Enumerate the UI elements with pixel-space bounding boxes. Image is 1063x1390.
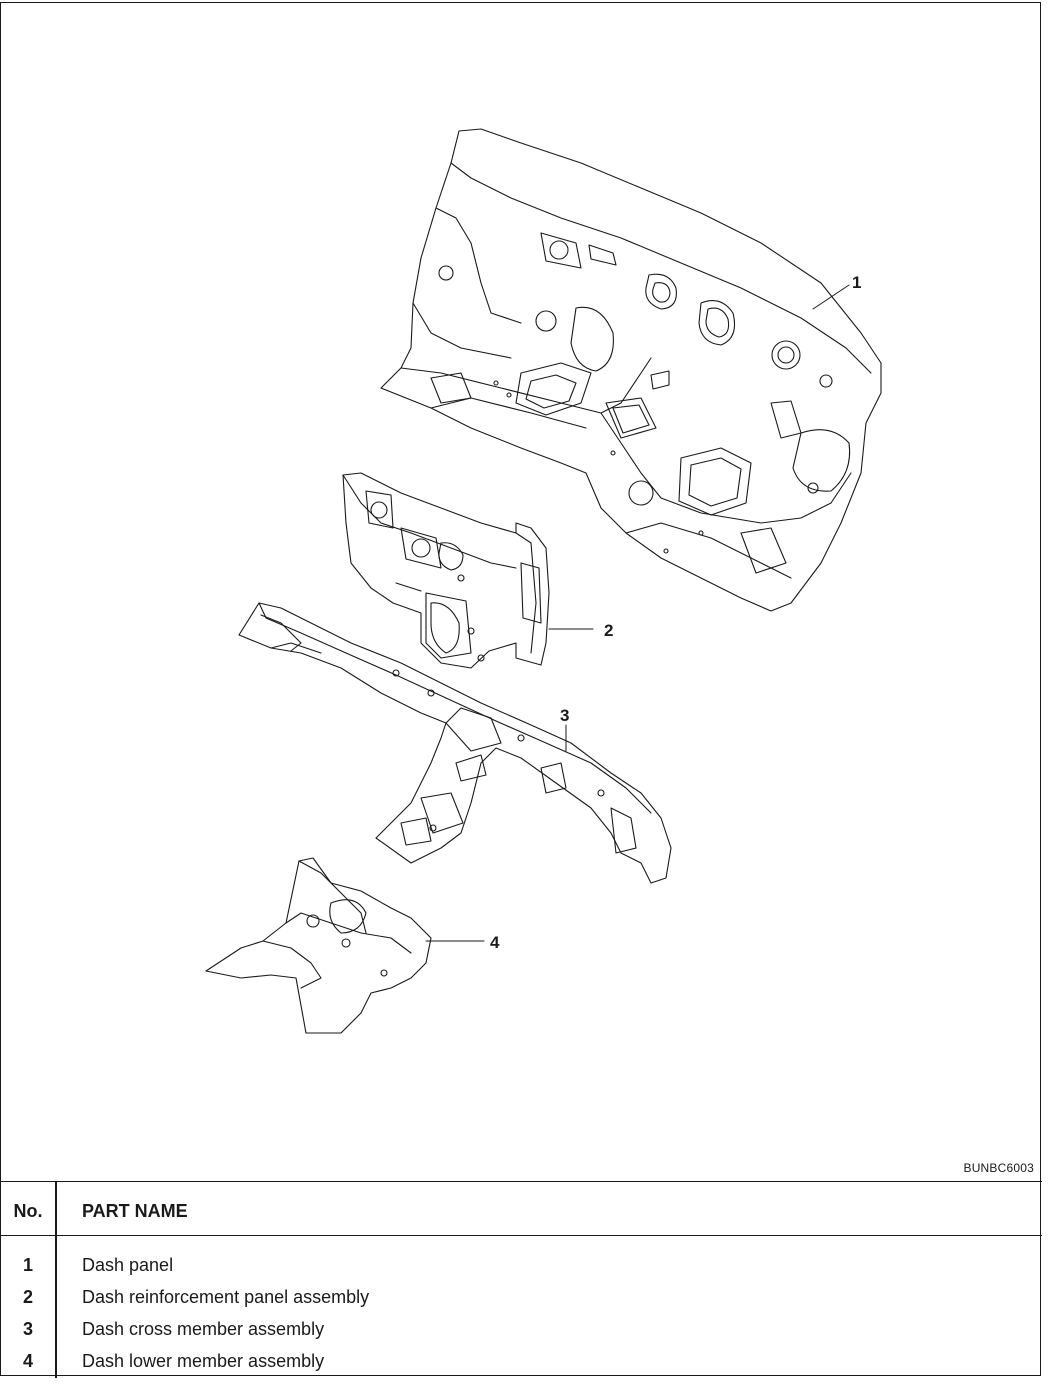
callout-1: 1	[852, 273, 862, 292]
callout-3: 3	[560, 706, 570, 725]
page-frame: 1 2 3 4 BUNBC6003 No. PART NAME 1 Dash p…	[0, 2, 1042, 1378]
callout-leader-lines	[425, 284, 850, 942]
row-part-name: Dash panel	[82, 1255, 174, 1275]
dash-panel-drawing	[380, 128, 882, 612]
row-part-name: Dash lower member assembly	[82, 1351, 325, 1371]
table-header: No. PART NAME	[1, 1182, 1042, 1236]
column-divider	[55, 1182, 57, 1378]
parts-table: No. PART NAME 1 Dash panel 2 Dash reinfo…	[1, 1181, 1042, 1378]
exploded-parts-diagram: 1 2 3 4	[1, 3, 1042, 1183]
callout-4: 4	[490, 933, 500, 952]
row-part-name: Dash cross member assembly	[82, 1319, 325, 1339]
row-number: 2	[22, 1287, 33, 1307]
table-row: 3 Dash cross member assembly	[1, 1312, 1042, 1344]
row-number: 4	[22, 1351, 33, 1371]
table-row: 2 Dash reinforcement panel assembly	[1, 1280, 1042, 1312]
dash-lower-member-drawing	[205, 857, 432, 1034]
header-part-name: PART NAME	[82, 1201, 188, 1221]
callout-2: 2	[604, 621, 614, 640]
row-number: 1	[22, 1255, 33, 1275]
dash-cross-member-drawing	[238, 602, 672, 884]
dash-reinforcement-drawing	[342, 472, 550, 669]
parts-illustration	[205, 128, 882, 1034]
header-no: No.	[13, 1201, 43, 1221]
table-row: 4 Dash lower member assembly	[1, 1344, 1042, 1376]
row-number: 3	[22, 1319, 33, 1339]
figure-code: BUNBC6003	[963, 1161, 1034, 1175]
row-part-name: Dash reinforcement panel assembly	[82, 1287, 370, 1307]
table-row: 1 Dash panel	[1, 1248, 1042, 1280]
table-body: 1 Dash panel 2 Dash reinforcement panel …	[1, 1236, 1042, 1376]
